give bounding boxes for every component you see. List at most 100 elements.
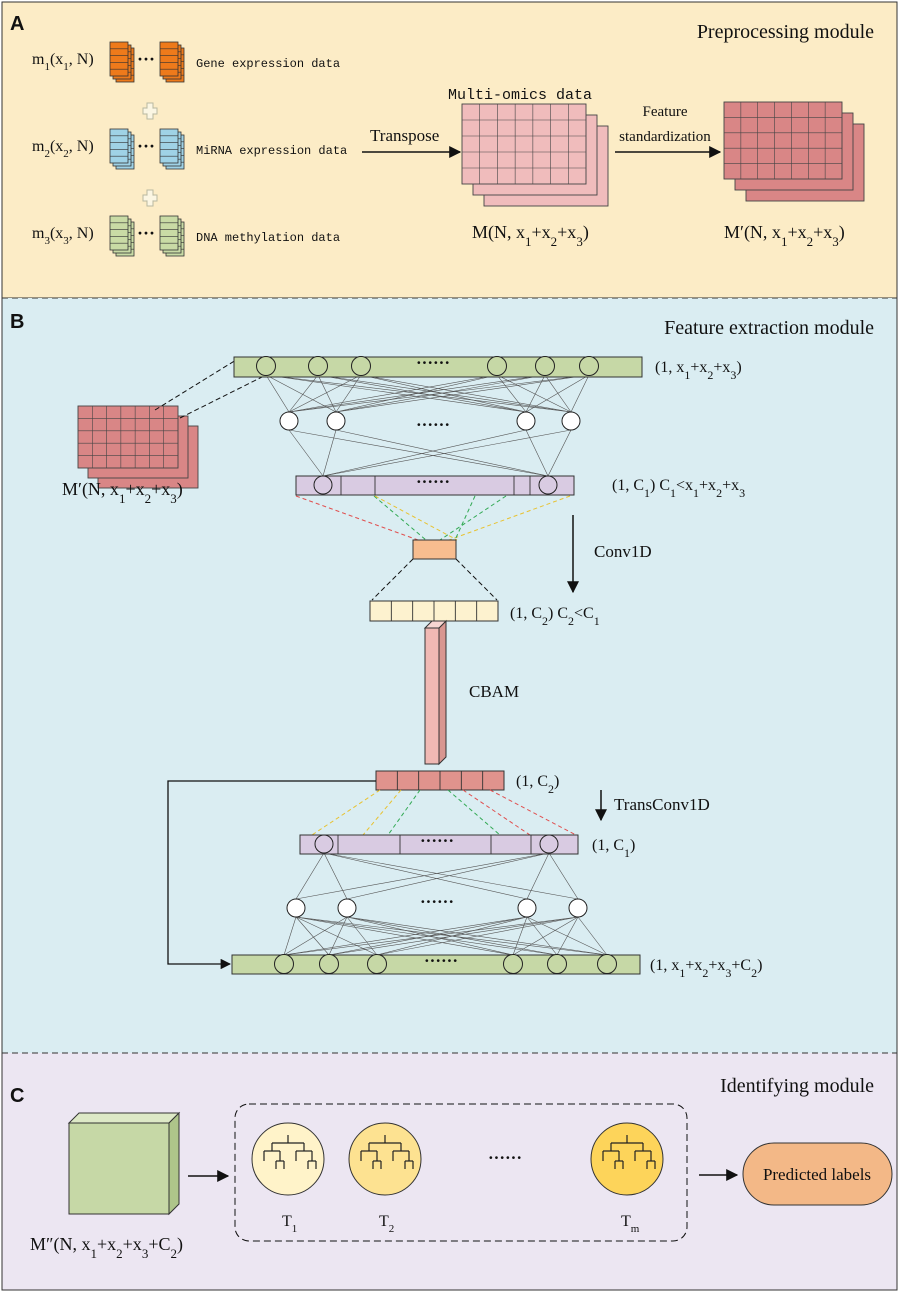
cbam-label: CBAM xyxy=(469,682,519,701)
panel-c-letter: C xyxy=(10,1085,24,1107)
conv-kernel-connections xyxy=(295,495,571,541)
neuron xyxy=(547,954,567,974)
neuron xyxy=(568,898,588,918)
multiomics-title: Multi-omics data xyxy=(448,87,592,104)
transconv-connections xyxy=(311,789,577,836)
neuron xyxy=(503,954,523,974)
input-1-dimension-label: m1(x1, N) xyxy=(32,51,94,73)
neuron xyxy=(313,475,333,495)
neuron xyxy=(367,954,387,974)
conv-label: Conv1D xyxy=(594,542,652,561)
decoder-hidden-nodes xyxy=(286,898,588,918)
attended-c2-vector xyxy=(375,770,505,791)
predicted-labels-text: Predicted labels xyxy=(763,1165,871,1184)
neuron xyxy=(256,356,276,376)
tree-label: T1 xyxy=(282,1213,297,1235)
neuron xyxy=(274,954,294,974)
neuron xyxy=(517,898,537,918)
c2-feature-vector xyxy=(369,600,499,622)
feature-label: Feature xyxy=(643,104,688,120)
neuron xyxy=(516,411,536,431)
neuron xyxy=(561,411,581,431)
panel-b: B Feature extraction module M′(N, x1+x2+… xyxy=(2,297,897,1053)
encoder-connections xyxy=(265,374,590,477)
input-2-dimension-label: m2(x2, N) xyxy=(32,138,94,160)
matrix-layer xyxy=(723,101,843,180)
mirna-stack-icon xyxy=(109,128,135,170)
c1-dim-label: (1, C1) C1<x1+x2+x3 xyxy=(612,477,745,500)
decoder-c1-dots: ······ xyxy=(420,831,454,850)
zoom-line-bottom xyxy=(179,376,263,419)
decoder-c1-cells xyxy=(314,834,559,854)
multiomics-matrix-stack xyxy=(461,103,609,207)
m-double-prime-cube xyxy=(67,1111,181,1216)
standardized-matrix-stack xyxy=(723,101,865,202)
input-3-ellipsis: ··· xyxy=(137,223,155,243)
neuron xyxy=(326,411,346,431)
tree-label: Tm xyxy=(621,1213,640,1235)
predicted-labels-box xyxy=(742,1142,893,1206)
skip-connection-arrow xyxy=(167,780,376,970)
tree-m-icon xyxy=(590,1122,664,1196)
c1-layer-cells xyxy=(313,475,558,495)
neuron xyxy=(314,834,334,854)
panel-b-letter: B xyxy=(10,311,24,333)
c1-layer-bar xyxy=(295,475,575,496)
decoder-c1-layer-bar xyxy=(299,834,579,855)
neuron xyxy=(279,411,299,431)
cbam-block xyxy=(423,619,448,766)
neuron xyxy=(539,834,559,854)
conv-kernel-block xyxy=(412,539,457,560)
neuron xyxy=(487,356,507,376)
methylation-stack-icon xyxy=(109,215,135,257)
forest-dots: ······ xyxy=(488,1148,522,1167)
tree-1-icon xyxy=(251,1122,325,1196)
forest-box xyxy=(234,1103,688,1242)
c1-layer-dots: ······ xyxy=(416,472,450,491)
input-dim-label: (1, x1+x2+x3) xyxy=(655,359,742,382)
neuron xyxy=(286,898,306,918)
m-prime-formula-a: M′(N, x1+x2+x3) xyxy=(724,222,845,249)
neuron xyxy=(597,954,617,974)
input-2-ellipsis: ··· xyxy=(137,136,155,156)
output-dim-label: (1, x1+x2+x3+C2) xyxy=(650,957,762,980)
neuron xyxy=(308,356,328,376)
kernel-zoom-left xyxy=(371,558,414,601)
m-formula: M(N, x1+x2+x3) xyxy=(472,222,589,249)
input-layer-nodes xyxy=(256,356,599,376)
methylation-stack-icon xyxy=(159,215,185,257)
decoder-hidden-dots: ······ xyxy=(420,892,454,911)
c1-dim-label-b: (1, C1) xyxy=(592,837,635,860)
plus-icon xyxy=(142,189,158,207)
input-datasets: m1(x1, N) ··· Gene expression data m2(x2, N… xyxy=(32,41,347,257)
m-double-prime-formula: M″(N, x1+x2+x3+C2) xyxy=(30,1234,183,1261)
c2-dim-label-b: (1, C2) xyxy=(516,773,559,796)
matrix-layer xyxy=(461,103,587,185)
gene-stack-icon xyxy=(159,41,185,83)
output-layer-nodes xyxy=(274,954,617,974)
input-matrix-stack xyxy=(77,405,199,489)
c2-dim-label: (1, C2) C2<C1 xyxy=(510,605,600,628)
panel-a-letter: A xyxy=(10,13,24,35)
decoder-connections xyxy=(283,852,608,956)
panel-a-title: Preprocessing module xyxy=(697,21,874,43)
input-1-ellipsis: ··· xyxy=(137,49,155,69)
kernel-zoom-right xyxy=(455,558,498,601)
neuron xyxy=(538,475,558,495)
neuron xyxy=(319,954,339,974)
gene-stack-icon xyxy=(109,41,135,83)
panel-c-title: Identifying module xyxy=(720,1075,874,1097)
input-3-dimension-label: m3(x3, N) xyxy=(32,225,94,247)
tree-2-icon xyxy=(348,1122,422,1196)
input-3-name: DNA methylation data xyxy=(196,231,340,245)
neuron xyxy=(535,356,555,376)
standardization-label: standardization xyxy=(619,129,711,145)
input-1-name: Gene expression data xyxy=(196,57,340,71)
input-2-name: MiRNA expression data xyxy=(196,144,347,158)
plus-icon xyxy=(142,102,158,120)
matrix-layer xyxy=(77,405,179,469)
tree-label: T2 xyxy=(379,1213,394,1235)
panel-a: A Preprocessing module m1(x1, N) ··· Gene … xyxy=(1,1,898,299)
